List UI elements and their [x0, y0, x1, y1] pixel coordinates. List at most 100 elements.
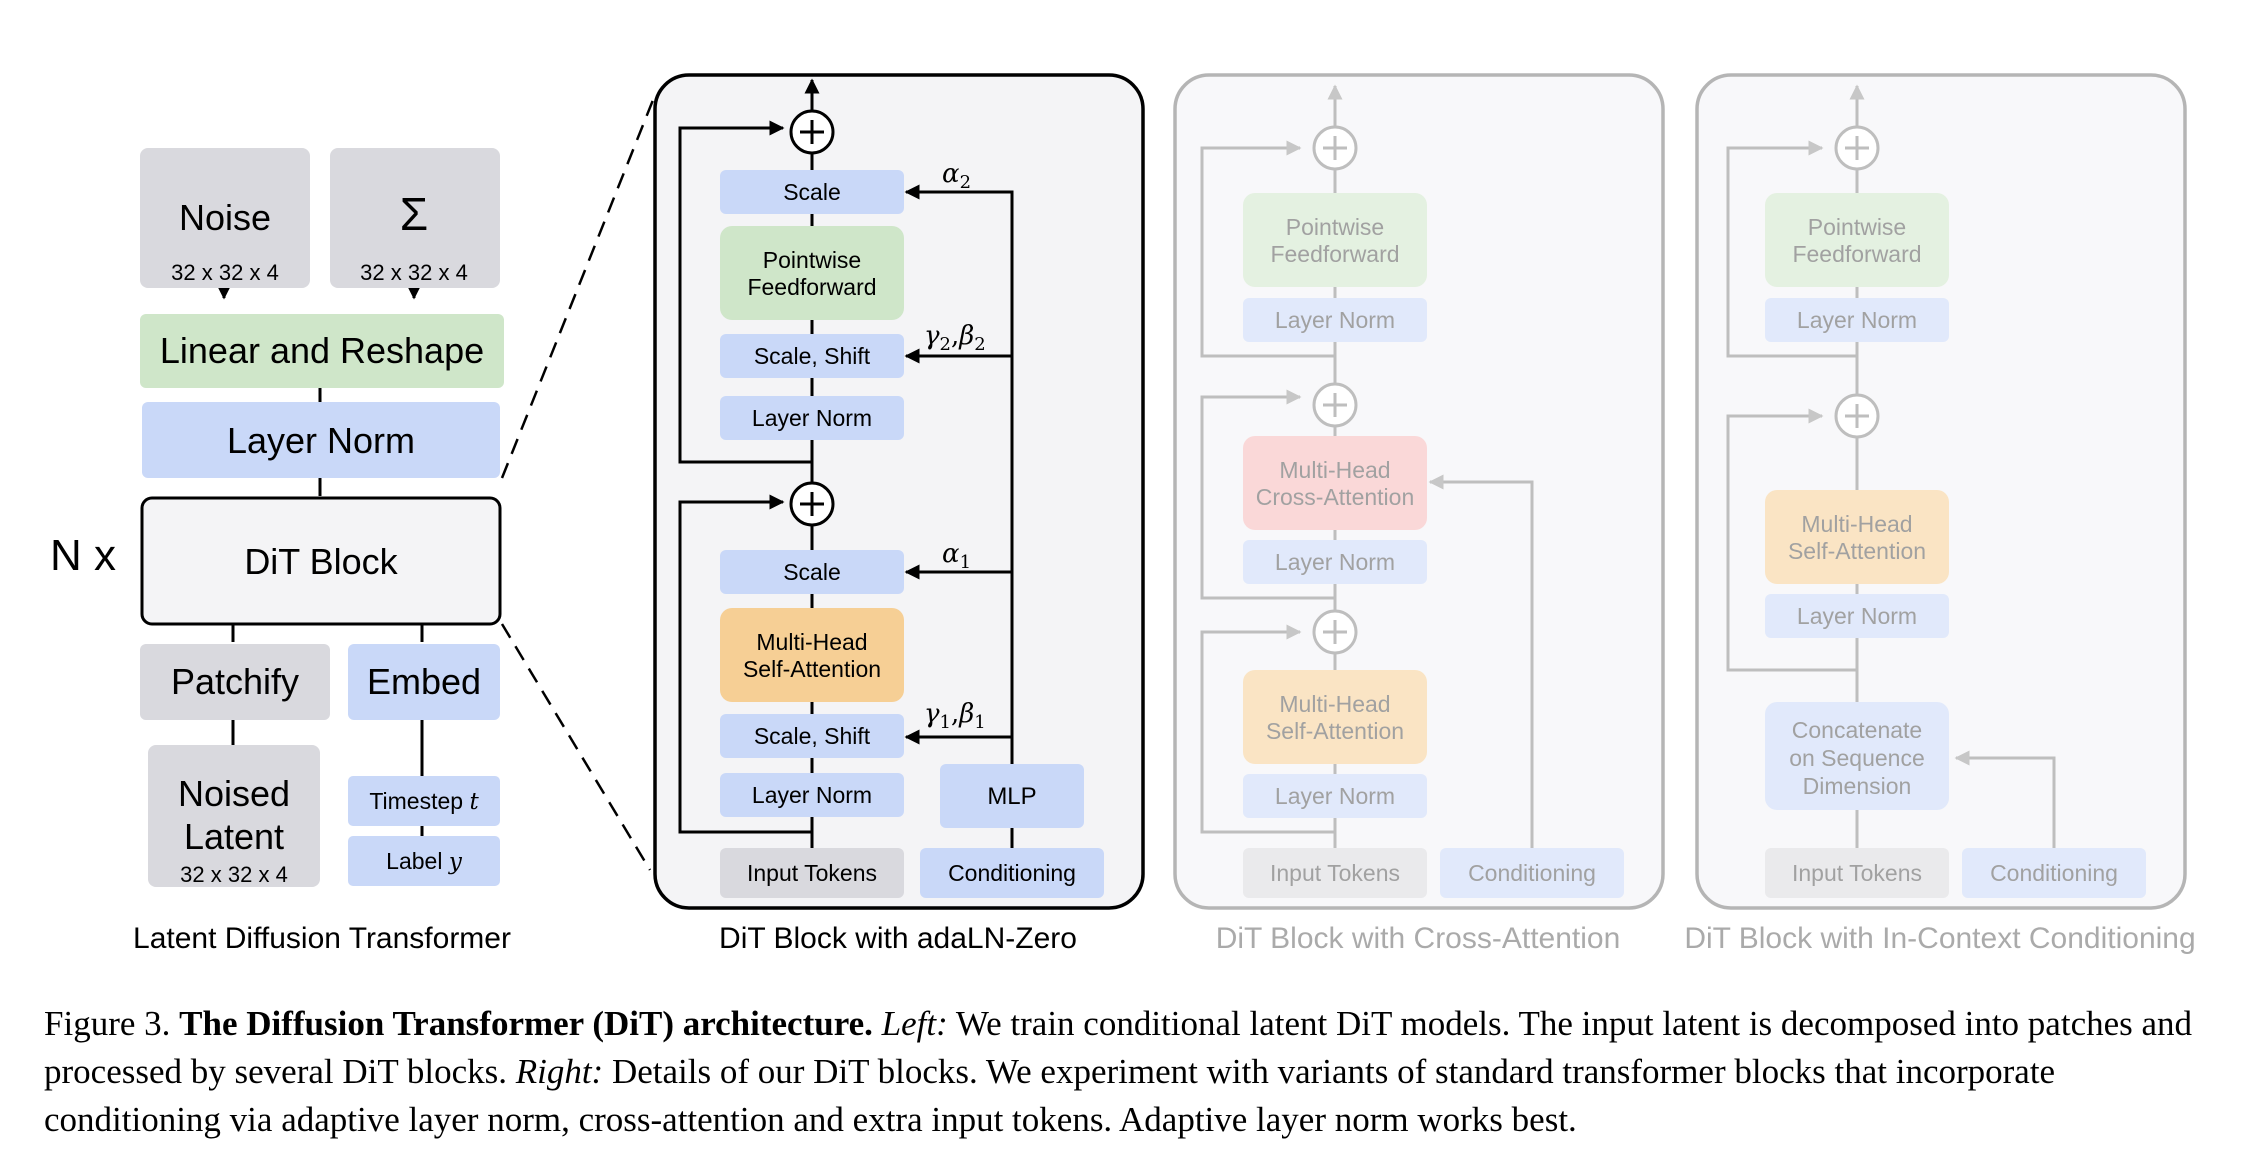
gamma2-subscript: 2: [940, 334, 951, 355]
adaln-scale-shift-bottom: [720, 714, 904, 758]
adaln-input-tokens: [720, 848, 904, 898]
adaln-conditioning: [920, 848, 1104, 898]
adaln-zero-panel: Scale Pointwise Feedforward Scale, Shift…: [653, 73, 1145, 955]
sigma-box: [330, 148, 500, 288]
incontext-add-bottom-icon: [1834, 393, 1880, 439]
incontext-concat-box: [1765, 702, 1949, 810]
cross-input-tokens-label: Input Tokens: [1270, 860, 1400, 886]
svg-text:Label y: Label y: [386, 848, 463, 875]
cross-conditioning: [1440, 848, 1624, 898]
gamma2-symbol: γ: [924, 321, 940, 351]
incontext-caption: DiT Block with In-Context Conditioning: [1684, 922, 2195, 955]
adaln-ffn-line2: Feedforward: [747, 274, 876, 300]
adaln-attn-box: [720, 608, 904, 702]
figure-title: The Diffusion Transformer (DiT) architec…: [179, 1004, 873, 1043]
alpha2-subscript: 2: [960, 172, 971, 193]
adaln-ffn-line1: Pointwise: [763, 247, 861, 273]
incontext-concat-line3: Dimension: [1803, 773, 1912, 799]
incontext-layer-norm-2-label: Layer Norm: [1797, 603, 1917, 629]
noised-latent-line2: Latent: [184, 816, 284, 857]
incontext-ffn-line1: Pointwise: [1808, 214, 1906, 240]
cross-layer-norm-1-label: Layer Norm: [1275, 307, 1395, 333]
incontext-concat-line2: on Sequence: [1789, 745, 1925, 771]
adaln-attn-line1: Multi-Head: [756, 629, 867, 655]
adaln-mlp-label: MLP: [987, 783, 1036, 810]
patchify-label: Patchify: [171, 661, 299, 702]
layer-norm-box: [142, 402, 500, 478]
cross-ffn-box: [1243, 193, 1427, 287]
svg-text:Timestep t: Timestep t: [369, 788, 479, 815]
dit-block-label: DiT Block: [244, 541, 398, 582]
cross-caption: DiT Block with Cross-Attention: [1216, 922, 1621, 955]
incontext-add-top-icon: [1834, 125, 1880, 171]
adaln-scale-shift-top: [720, 334, 904, 378]
noised-latent-dims: 32 x 32 x 4: [180, 862, 288, 887]
cross-attn-line2: Cross-Attention: [1256, 484, 1415, 510]
noise-dims: 32 x 32 x 4: [171, 260, 279, 285]
incontext-conditioning: [1962, 848, 2146, 898]
adaln-scale-top-label: Scale: [783, 179, 841, 205]
adaln-scale-top: [720, 170, 904, 214]
cross-layer-norm-1: [1243, 298, 1427, 342]
beta1-symbol: β: [958, 699, 974, 729]
cross-layer-norm-2: [1243, 540, 1427, 584]
patchify-box: [140, 644, 330, 720]
timestep-var: t: [469, 789, 479, 815]
adaln-attn-line2: Self-Attention: [743, 656, 881, 682]
adaln-input-tokens-label: Input Tokens: [747, 860, 877, 886]
cross-ffn-line1: Pointwise: [1286, 214, 1384, 240]
alpha2-symbol: α: [942, 159, 960, 189]
alpha1-subscript: 1: [960, 552, 971, 573]
incontext-layer-norm-2: [1765, 594, 1949, 638]
embed-label: Embed: [367, 661, 481, 702]
incontext-concat-line1: Concatenate: [1792, 717, 1922, 743]
cross-add-bottom-icon: [1312, 609, 1358, 655]
dit-architecture-figure: Noise 32 x 32 x 4 Σ 32 x 32 x 4 Linear a…: [50, 73, 2196, 955]
residual-add-top-icon: [789, 109, 835, 155]
linear-reshape-box: [140, 314, 504, 388]
adaln-ffn-box: [720, 226, 904, 320]
beta1-subscript: 1: [974, 712, 985, 733]
adaln-mlp-box: [940, 764, 1084, 828]
sigma-title: Σ: [400, 188, 428, 240]
noised-latent-line1: Noised: [178, 773, 290, 814]
adaln-caption: DiT Block with adaLN-Zero: [719, 922, 1077, 955]
dit-block-box: [140, 496, 502, 626]
incontext-input-tokens-label: Input Tokens: [1792, 860, 1922, 886]
noise-title: Noise: [179, 197, 271, 238]
cross-input-tokens: [1243, 848, 1427, 898]
n-times-label: N x: [50, 531, 116, 580]
class-label-var: y: [448, 849, 463, 875]
incontext-ffn-line2: Feedforward: [1792, 241, 1921, 267]
svg-text:α1: α1: [942, 539, 971, 573]
adaln-layer-norm-top-label: Layer Norm: [752, 405, 872, 431]
cross-layer-norm-2-label: Layer Norm: [1275, 549, 1395, 575]
beta2-subscript: 2: [974, 334, 985, 355]
incontext-self-attn-line1: Multi-Head: [1801, 511, 1912, 537]
in-context-panel: Pointwise Feedforward Layer Norm Multi-H…: [1684, 73, 2196, 955]
sigma-dims: 32 x 32 x 4: [360, 260, 468, 285]
incontext-self-attn-box: [1765, 490, 1949, 584]
linear-reshape-label: Linear and Reshape: [160, 330, 484, 371]
cross-layer-norm-3-label: Layer Norm: [1275, 783, 1395, 809]
incontext-layer-norm-1: [1765, 298, 1949, 342]
adaln-scale-shift-top-label: Scale, Shift: [754, 343, 871, 369]
adaln-layer-norm-bottom-label: Layer Norm: [752, 782, 872, 808]
svg-text:γ1,β1: γ1,β1: [924, 699, 986, 733]
cross-attn-line1: Multi-Head: [1279, 457, 1390, 483]
alpha1-symbol: α: [942, 539, 960, 569]
zoom-line-bottom: [500, 623, 652, 871]
cross-add-middle-icon: [1312, 382, 1358, 428]
svg-text:γ2,β2: γ2,β2: [924, 321, 986, 355]
adaln-conditioning-label: Conditioning: [948, 860, 1076, 886]
caption-left-text: We train conditional latent DiT models. …: [44, 1004, 2193, 1091]
adaln-scale-bottom: [720, 550, 904, 594]
latent-diffusion-transformer-panel: Noise 32 x 32 x 4 Σ 32 x 32 x 4 Linear a…: [50, 148, 511, 955]
cross-self-attn-line1: Multi-Head: [1279, 691, 1390, 717]
cross-attn-box: [1243, 436, 1427, 530]
adaln-layer-norm-top: [720, 396, 904, 440]
noised-latent-box: [148, 745, 320, 887]
gamma1-symbol: γ: [924, 699, 940, 729]
latent-diffusion-transformer-caption: Latent Diffusion Transformer: [133, 922, 511, 955]
timestep-label: Timestep: [369, 788, 469, 814]
